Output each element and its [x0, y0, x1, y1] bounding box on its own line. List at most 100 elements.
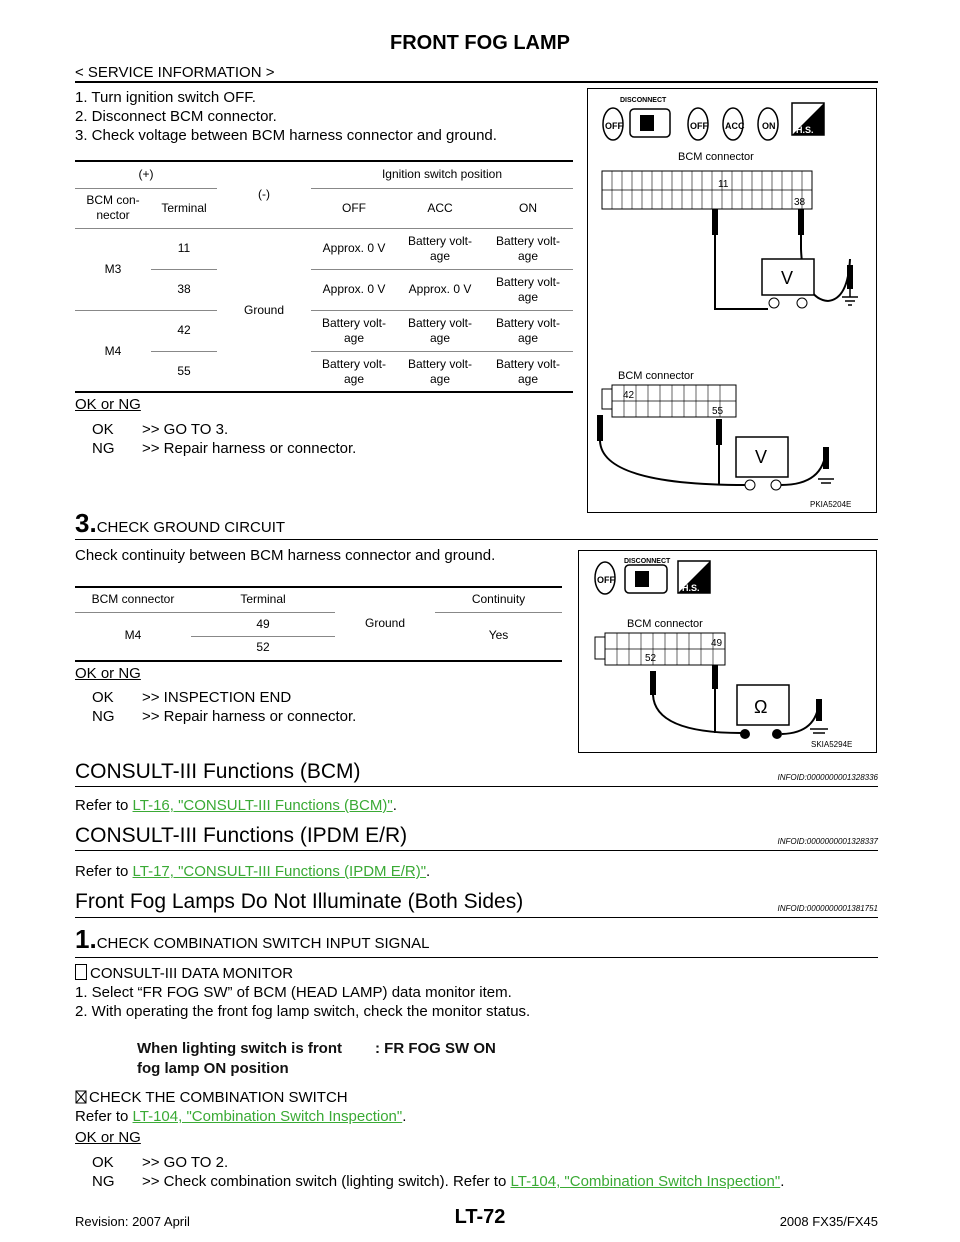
m4-cell: M4: [75, 309, 151, 392]
svg-text:DISCONNECT: DISCONNECT: [620, 97, 667, 104]
svg-text:DISCONNECT: DISCONNECT: [624, 558, 671, 565]
fog-section-rule: [75, 917, 878, 918]
monitor-expected: : FR FOG SW ON: [375, 1040, 496, 1057]
terminal-header: Terminal: [151, 187, 217, 228]
consult-icon: [75, 964, 87, 980]
monitor-step-1: 1. Select “FR FOG SW” of BCM (HEAD LAMP)…: [75, 984, 512, 1001]
step1-rule: [75, 957, 878, 958]
plus-header: (+): [138, 167, 154, 182]
term-cell: 55: [151, 350, 217, 392]
table2-top-rule: [75, 586, 562, 588]
ground-cell: Ground: [217, 227, 311, 392]
figure-1: OFF DISCONNECT OFF ACC ON H.S. BCM conne…: [587, 88, 877, 513]
consult-bcm-title: CONSULT-III Functions (BCM): [75, 760, 361, 783]
table1-top-rule: [75, 160, 573, 162]
term-cell: 11: [151, 227, 217, 269]
no-tools-icon: [75, 1090, 87, 1104]
step2-item-1: 1. Turn ignition switch OFF.: [75, 89, 256, 106]
consult-ipdm-title: CONSULT-III Functions (IPDM E/R): [75, 824, 408, 847]
page-number: LT-72: [454, 1206, 506, 1228]
ok-result: OK>> GO TO 3.: [92, 421, 229, 438]
svg-text:49: 49: [711, 638, 723, 649]
svg-text:SKIA5294E: SKIA5294E: [811, 740, 852, 749]
okng-label: OK or NG: [75, 665, 141, 682]
on-header: ON: [483, 187, 573, 228]
m4-cell: M4: [75, 611, 191, 658]
revision: Revision: 2007 April: [75, 1214, 190, 1229]
off-header: OFF: [311, 187, 397, 228]
ign-header: Ignition switch position: [381, 167, 503, 182]
value-cell: Approx. 0 V: [311, 227, 397, 269]
check-line: CHECK THE COMBINATION SWITCH: [75, 1088, 348, 1107]
bcm-con-header: BCM con- nector: [75, 187, 151, 228]
table2-bottom-rule: [75, 660, 562, 662]
svg-text:V: V: [781, 268, 793, 288]
value-cell: Battery volt- age: [311, 309, 397, 351]
table1-bottom-rule: [75, 391, 573, 393]
svg-text:OFF: OFF: [605, 121, 623, 131]
svg-text:BCM connector: BCM connector: [678, 151, 754, 163]
value-cell: Approx. 0 V: [397, 268, 483, 310]
bcm-voltage-diagram: OFF DISCONNECT OFF ACC ON H.S. BCM conne…: [597, 97, 858, 509]
step3-rule: [75, 539, 878, 540]
step1-heading: 1.CHECK COMBINATION SWITCH INPUT SIGNAL: [75, 924, 430, 954]
consult-ipdm-infoid: INFOID:0000000001328337: [777, 837, 878, 846]
consult-ipdm-rule: [75, 850, 878, 851]
header-rule: [75, 81, 878, 83]
fog-section-infoid: INFOID:0000000001381751: [777, 904, 878, 913]
consult-bcm-ref: Refer to LT-16, "CONSULT-III Functions (…: [75, 797, 397, 814]
term-cell: 38: [151, 268, 217, 310]
svg-text:BCM connector: BCM connector: [627, 618, 703, 630]
combination-switch-link-2[interactable]: LT-104, "Combination Switch Inspection": [510, 1173, 781, 1190]
bcm-header: BCM connector: [91, 592, 175, 607]
svg-text:38: 38: [794, 197, 806, 208]
value-cell: Battery volt- age: [483, 268, 573, 310]
monitor-step-2: 2. With operating the front fog lamp swi…: [75, 1003, 531, 1020]
svg-text:ON: ON: [762, 121, 776, 131]
svg-text:OFF: OFF: [690, 121, 708, 131]
value-cell: Approx. 0 V: [311, 268, 397, 310]
svg-text:42: 42: [623, 390, 635, 401]
svg-text:H.S.: H.S.: [796, 125, 814, 135]
terminal-header: Terminal: [240, 592, 286, 607]
svg-text:PKIA5204E: PKIA5204E: [810, 500, 851, 509]
consult-ipdm-link[interactable]: LT-17, "CONSULT-III Functions (IPDM E/R)…: [132, 863, 427, 880]
svg-text:H.S.: H.S.: [682, 583, 700, 593]
check-ref: Refer to LT-104, "Combination Switch Ins…: [75, 1108, 407, 1125]
voltage-table: (+) (-) Ignition switch position BCM con…: [75, 162, 573, 392]
step2-item-3: 3. Check voltage between BCM harness con…: [75, 127, 497, 144]
m3-cell: M3: [75, 227, 151, 310]
value-cell: Battery volt- age: [397, 309, 483, 351]
yes-cell: Yes: [435, 611, 562, 658]
consult-bcm-link[interactable]: LT-16, "CONSULT-III Functions (BCM)": [132, 797, 393, 814]
term-cell: 49: [191, 611, 335, 636]
consult-ipdm-ref: Refer to LT-17, "CONSULT-III Functions (…: [75, 863, 431, 880]
ground-cell: Ground: [364, 615, 406, 630]
ok-result: OK>> GO TO 2.: [92, 1154, 229, 1171]
value-cell: Battery volt- age: [483, 350, 573, 392]
consult-bcm-infoid: INFOID:0000000001328336: [777, 773, 878, 782]
value-cell: Battery volt- age: [311, 350, 397, 392]
svg-text:Ω: Ω: [754, 697, 767, 717]
continuity-header: Continuity: [471, 592, 526, 607]
value-cell: Battery volt- age: [483, 227, 573, 269]
ok-result: OK>> INSPECTION END: [92, 689, 292, 706]
svg-text:55: 55: [712, 406, 724, 417]
monitor-line: CONSULT-III DATA MONITOR: [75, 964, 293, 983]
ng-result: NG>> Repair harness or connector.: [92, 440, 357, 457]
combination-switch-link[interactable]: LT-104, "Combination Switch Inspection": [132, 1108, 403, 1125]
ng-result: NG>> Repair harness or connector.: [92, 708, 357, 725]
step3-heading: 3.CHECK GROUND CIRCUIT: [75, 508, 286, 538]
fog-section-title: Front Fog Lamps Do Not Illuminate (Both …: [75, 890, 524, 913]
figure-2: DISCONNECT OFF H.S. BCM connector 49 52 …: [578, 550, 877, 753]
section-label: < SERVICE INFORMATION >: [75, 64, 275, 81]
svg-text:V: V: [755, 447, 767, 467]
value-cell: Battery volt- age: [397, 227, 483, 269]
acc-header: ACC: [397, 187, 483, 228]
step2-item-2: 2. Disconnect BCM connector.: [75, 108, 277, 125]
term-cell: 52: [191, 635, 335, 658]
svg-text:ACC: ACC: [725, 121, 745, 131]
monitor-condition: When lighting switch is front fog lamp O…: [137, 1040, 342, 1077]
page-title: FRONT FOG LAMP: [390, 32, 570, 54]
model: 2008 FX35/FX45: [779, 1214, 878, 1229]
